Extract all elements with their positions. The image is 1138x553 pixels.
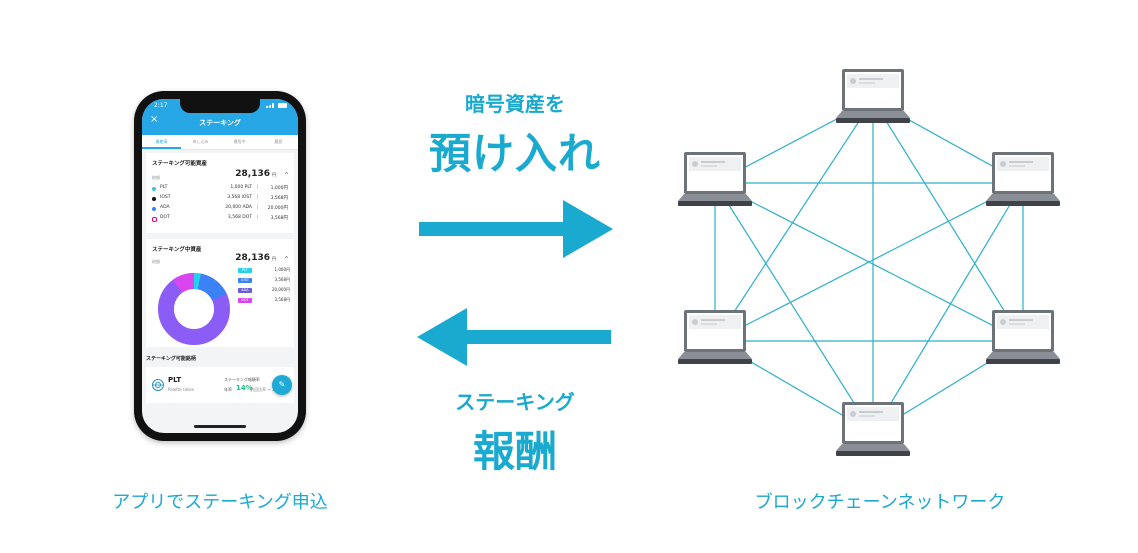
iost-icon (152, 197, 156, 201)
caption-app: アプリでステーキング申込 (112, 492, 328, 513)
app-title: ステーキング (199, 119, 241, 127)
right-arrow-icon (419, 200, 613, 258)
home-indicator (194, 425, 246, 428)
laptop-icon (836, 69, 910, 123)
collapse-caret[interactable]: ^ (283, 172, 289, 179)
dot-icon (152, 217, 157, 222)
legend-row: ADA 20,000円 (238, 287, 290, 295)
tab-assets[interactable]: 資産高 (142, 135, 181, 149)
laptop-icon (986, 310, 1060, 364)
card-title: ステーキング中資産 (152, 247, 202, 253)
left-arrow-icon (417, 308, 611, 366)
reward-label: ステーキング報酬率 (224, 377, 260, 382)
rate-range: 前回比率 ~ 18% (250, 387, 281, 392)
token-name: PLT (168, 376, 182, 384)
donut-segment-blue (197, 273, 227, 302)
edit-icon[interactable]: ✎ (272, 375, 292, 395)
laptop-icon (678, 310, 752, 364)
network-edge (714, 99, 874, 342)
network-edge (714, 182, 874, 434)
phone-notch (180, 99, 260, 113)
asset-row: ADA 20,000 ADA | 20,000円 (152, 205, 288, 213)
donut-chart (158, 273, 230, 345)
asset-row: PLT 1,000 PLT | 1,000円 (152, 185, 288, 193)
laptop-icon (986, 152, 1060, 206)
tab-apply[interactable]: 申し込み (192, 139, 209, 144)
plt-token-icon (152, 379, 164, 391)
deposit-label-big: 預け入れ (428, 129, 601, 178)
token-section-title: ステーキング可能銘柄 (146, 356, 196, 362)
smartphone: 2:17 × ステーキング 資産高 申し込み 運用中 履歴 ステーキング可能資産… (134, 91, 306, 441)
network-edge (872, 182, 1024, 434)
network-edge (714, 182, 1024, 342)
blockchain-network (678, 69, 1060, 456)
donut-hole (174, 289, 214, 329)
close-icon[interactable]: × (150, 114, 159, 125)
asset-row: IOST 3,568 IOST | 3,568円 (152, 195, 288, 203)
laptop-icon (678, 152, 752, 206)
reward-rate: 14% (236, 384, 253, 392)
network-edge (872, 99, 1024, 342)
phone-screen: 2:17 × ステーキング 資産高 申し込み 運用中 履歴 ステーキング可能資産… (142, 99, 298, 433)
card-title: ステーキング可能資産 (152, 161, 207, 167)
legend-row: PLT 1,000円 (238, 267, 290, 275)
status-icons (266, 103, 288, 108)
tab-running[interactable]: 運用中 (233, 139, 246, 144)
tab-bar: 資産高 申し込み 運用中 履歴 (142, 135, 298, 150)
token-card[interactable]: PLT Palette token ステーキング報酬率 年率 14% 前回比率 … (146, 367, 294, 403)
ada-icon (152, 207, 156, 211)
donut-segment-pink (172, 273, 195, 294)
rate-label: 年率 (224, 387, 232, 392)
deposit-label-small: 暗号資産を (465, 92, 565, 116)
network-nodes (678, 69, 1060, 456)
reward-label-small: ステーキング (455, 390, 575, 414)
laptop-icon (836, 402, 910, 456)
network-edges (714, 99, 1024, 434)
asset-row: DOT 3,568 DOT | 3,568円 (152, 215, 288, 223)
legend-row: DOT 3,568円 (238, 297, 290, 305)
caption-network: ブロックチェーンネットワーク (754, 492, 1006, 513)
legend-row: IOST 3,568円 (238, 277, 290, 285)
reward-label-big: 報酬 (472, 427, 557, 476)
total-label: 総額 (152, 175, 160, 180)
collapse-caret[interactable]: ^ (283, 256, 289, 263)
total-label: 総額 (152, 259, 160, 264)
token-subtitle: Palette token (168, 387, 195, 392)
plt-icon (152, 187, 156, 191)
status-time: 2:17 (154, 102, 168, 109)
tab-history[interactable]: 履歴 (274, 139, 283, 144)
